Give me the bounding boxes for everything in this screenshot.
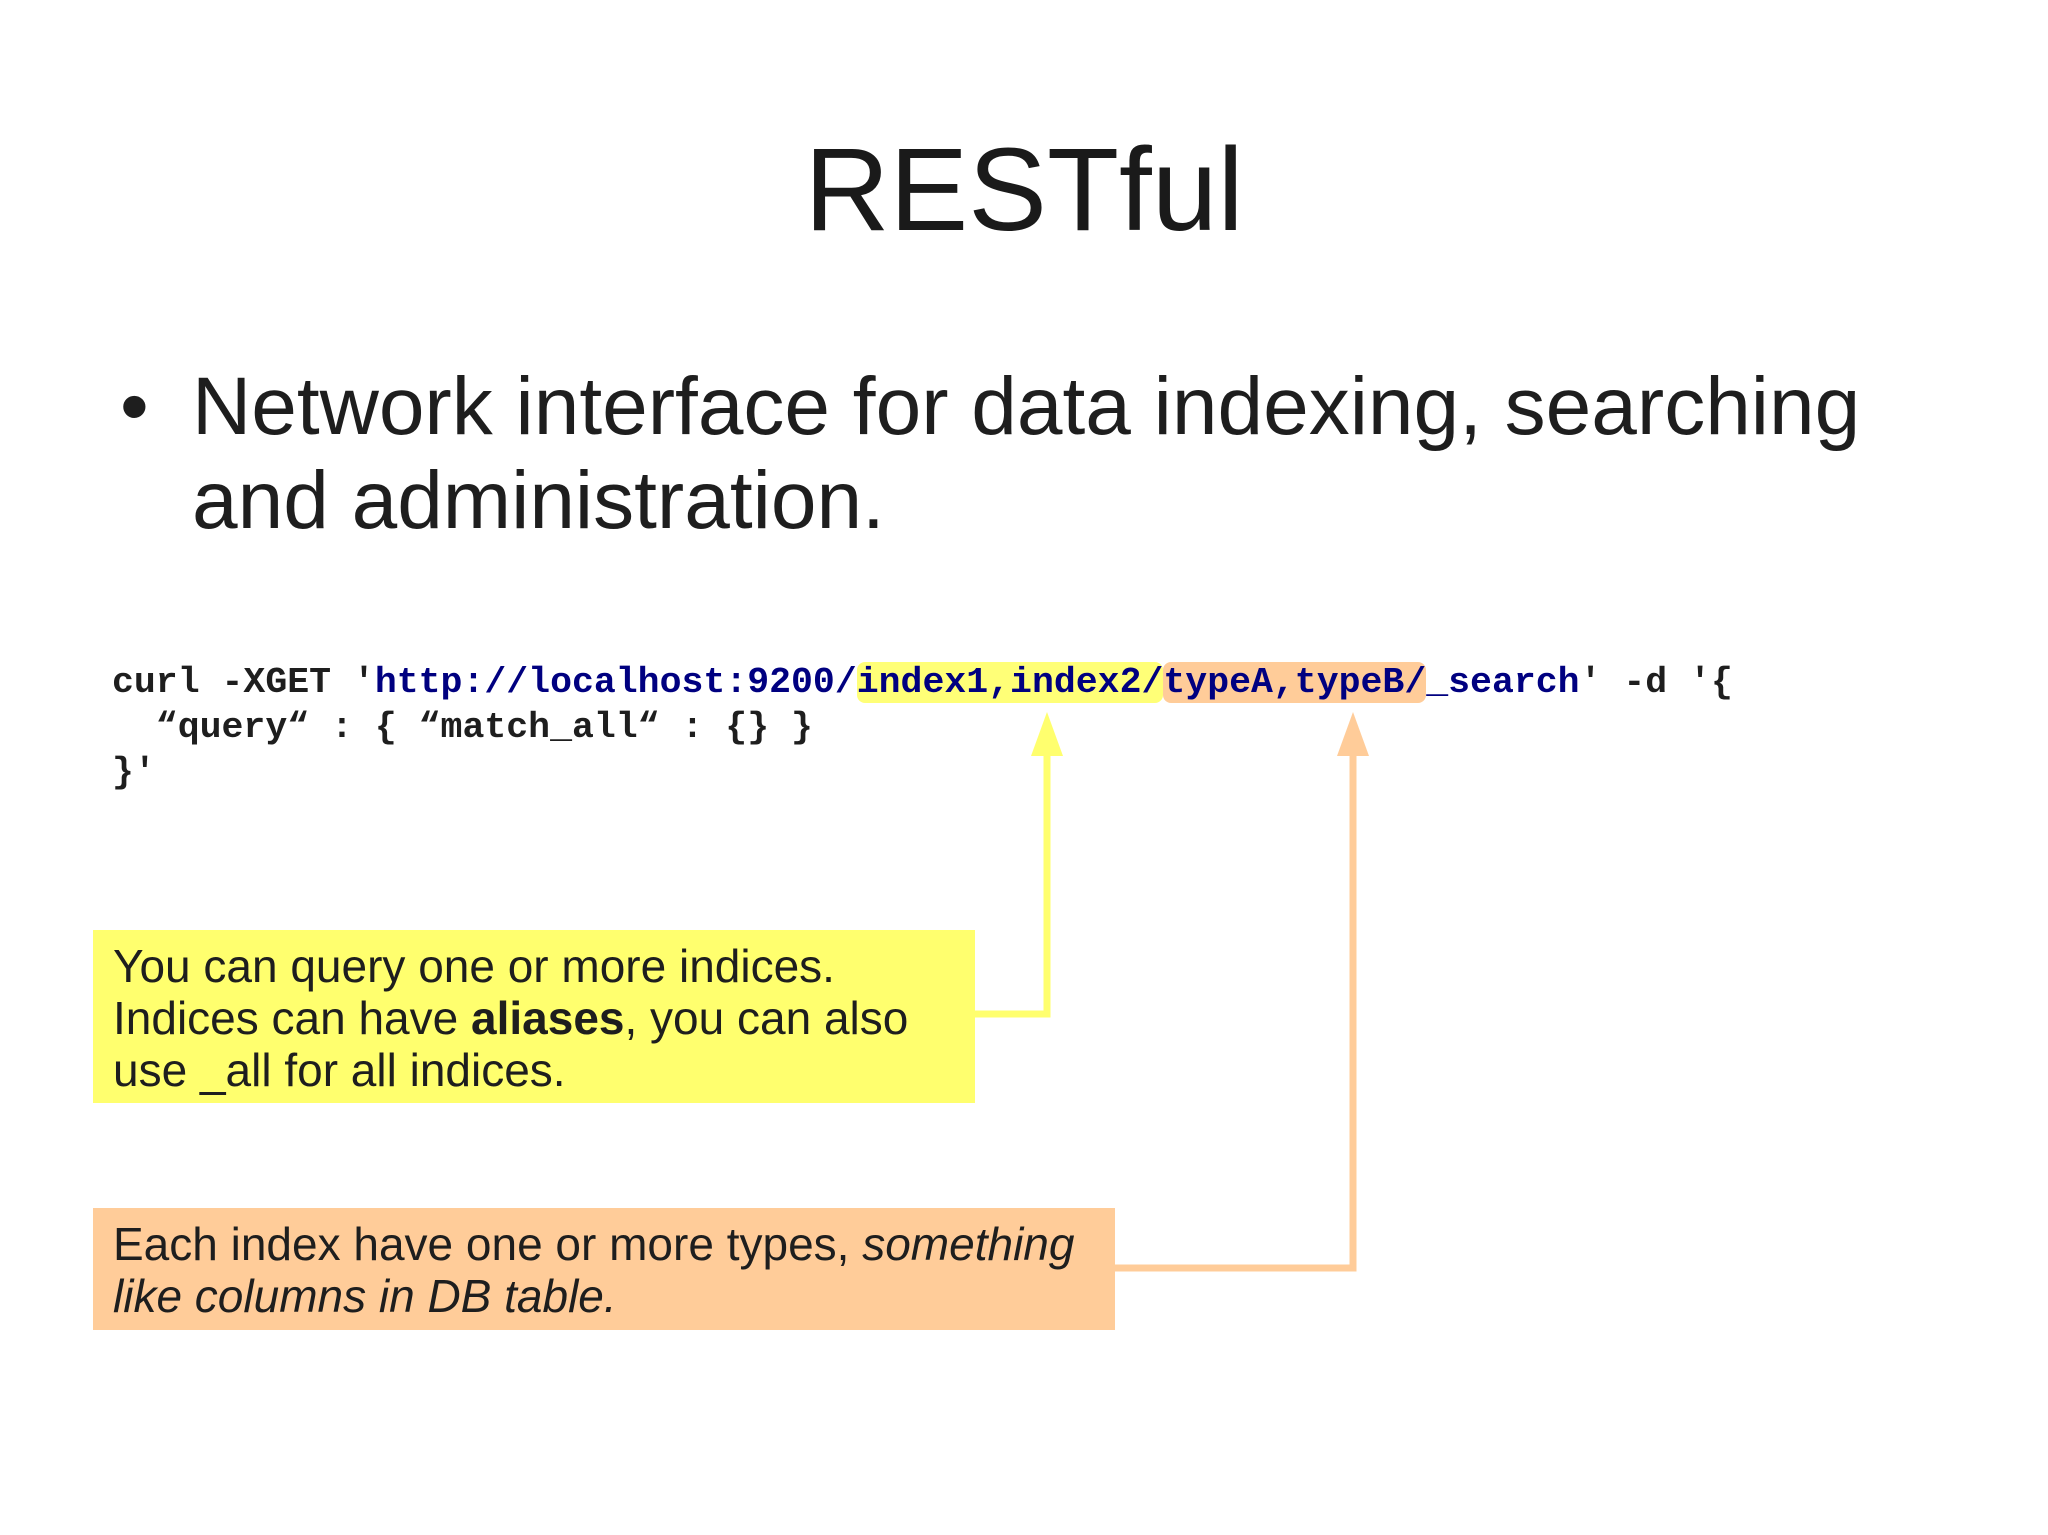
aliases-keyword: aliases: [471, 992, 625, 1044]
indices-note-text-end: , you can also: [624, 992, 909, 1044]
code-types-highlight: typeA,typeB/: [1163, 662, 1427, 703]
types-arrow: [1115, 712, 1369, 1272]
code-curl-suffix: ' -d '{: [1579, 662, 1733, 703]
types-note-line-1: Each index have one or more types, somet…: [113, 1218, 1095, 1270]
slide-title: RESTful: [804, 124, 1244, 256]
types-note-line-2: like columns in DB table.: [113, 1270, 1095, 1322]
types-note: Each index have one or more types, somet…: [93, 1208, 1115, 1330]
indices-note-line-3: use _all for all indices.: [113, 1044, 566, 1096]
bullet-text: Network interface for data indexing, sea…: [192, 361, 1861, 546]
bullet-dot-icon: •: [120, 361, 149, 452]
indices-note-line-1: You can query one or more indices.: [113, 940, 835, 992]
indices-note-line-2: Indices can have aliases, you can also: [113, 992, 955, 1044]
types-note-italic-start: something: [862, 1218, 1075, 1270]
code-search-endpoint: _search: [1426, 662, 1580, 703]
indices-note-text: Indices can have: [113, 992, 472, 1044]
code-indices-highlight: index1,index2/: [856, 662, 1164, 703]
indices-note: You can query one or more indices. Indic…: [93, 930, 975, 1103]
code-line-2: “query“ : { “match_all“ : {} }: [112, 707, 813, 748]
code-line-3: }': [112, 752, 156, 793]
code-line-1: curl -XGET 'http://localhost:9200/index1…: [112, 662, 1733, 703]
code-block: curl -XGET 'http://localhost:9200/index1…: [112, 660, 1733, 795]
types-note-italic-end: like columns in DB table.: [113, 1270, 617, 1322]
code-url-base: http://localhost:9200/: [374, 662, 857, 703]
types-note-text: Each index have one or more types,: [113, 1218, 863, 1270]
code-curl-prefix: curl -XGET ': [112, 662, 375, 703]
